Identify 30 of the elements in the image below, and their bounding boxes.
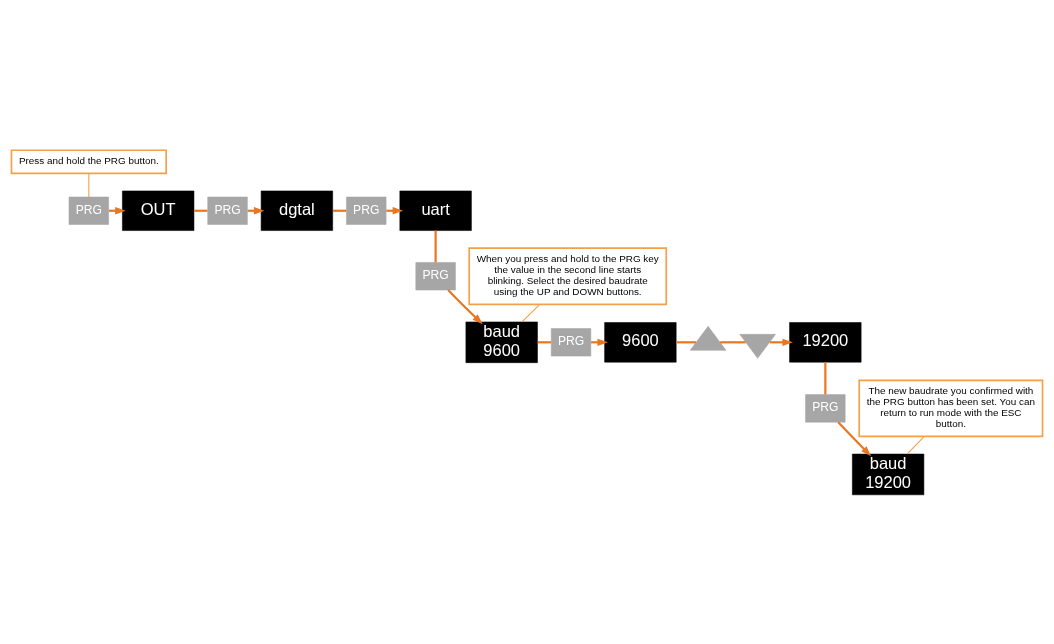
connector bbox=[194, 209, 208, 212]
node-box: When you press and hold to the PRG key the value in the second line starts blinking. Select the desired baudrate using the UP and DOWN buttons. bbox=[468, 246, 668, 305]
connector bbox=[332, 209, 347, 212]
node-box: baud 19200 bbox=[852, 453, 925, 495]
node-box: OUT bbox=[122, 190, 195, 231]
node-box: The new baudrate you confirmed with the PRG button has been set. You can return to run mode with the ESC button. bbox=[858, 378, 1044, 437]
connector bbox=[720, 340, 746, 343]
connector bbox=[906, 435, 925, 455]
arrow bbox=[447, 288, 483, 324]
connector bbox=[88, 172, 90, 197]
arrow bbox=[837, 420, 872, 456]
node-box: PRG bbox=[68, 196, 109, 225]
node-box: dgtal bbox=[260, 190, 333, 231]
node-box: PRG bbox=[346, 196, 387, 225]
node-triangle bbox=[739, 333, 776, 359]
node-box: PRG bbox=[550, 327, 592, 356]
node-box: baud 9600 bbox=[465, 321, 538, 363]
connector bbox=[824, 361, 827, 394]
connector bbox=[521, 303, 541, 322]
node-box: uart bbox=[399, 190, 472, 231]
node-triangle bbox=[689, 325, 727, 351]
connector bbox=[434, 230, 437, 262]
node-box: PRG bbox=[805, 393, 846, 422]
node-box: PRG bbox=[415, 261, 456, 290]
node-box: PRG bbox=[207, 196, 248, 225]
connector bbox=[676, 340, 696, 343]
node-box: 19200 bbox=[789, 321, 862, 362]
node-box: 9600 bbox=[604, 321, 677, 362]
node-box: Press and hold the PRG button. bbox=[10, 148, 167, 174]
connector bbox=[537, 340, 551, 343]
